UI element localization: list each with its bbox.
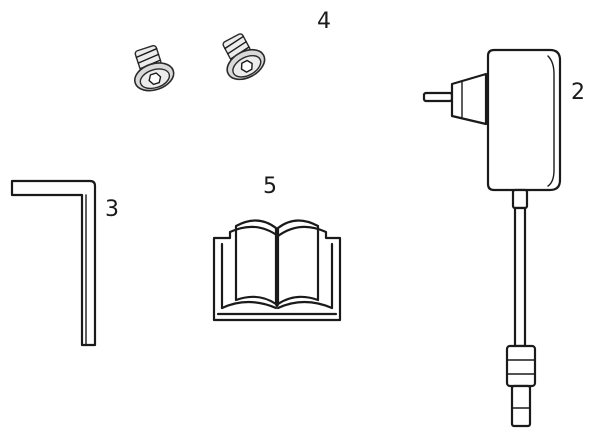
manual-book-icon — [212, 219, 342, 322]
callout-label-adapter: 2 — [571, 80, 585, 105]
callout-label-hex-key: 3 — [105, 197, 119, 222]
screw-icon — [222, 33, 266, 81]
hex-key-icon — [10, 179, 97, 347]
screw-icon — [133, 44, 175, 92]
power-adapter-icon — [422, 48, 562, 428]
callout-label-manual: 5 — [263, 174, 277, 199]
callout-label-screws: 4 — [317, 9, 331, 34]
